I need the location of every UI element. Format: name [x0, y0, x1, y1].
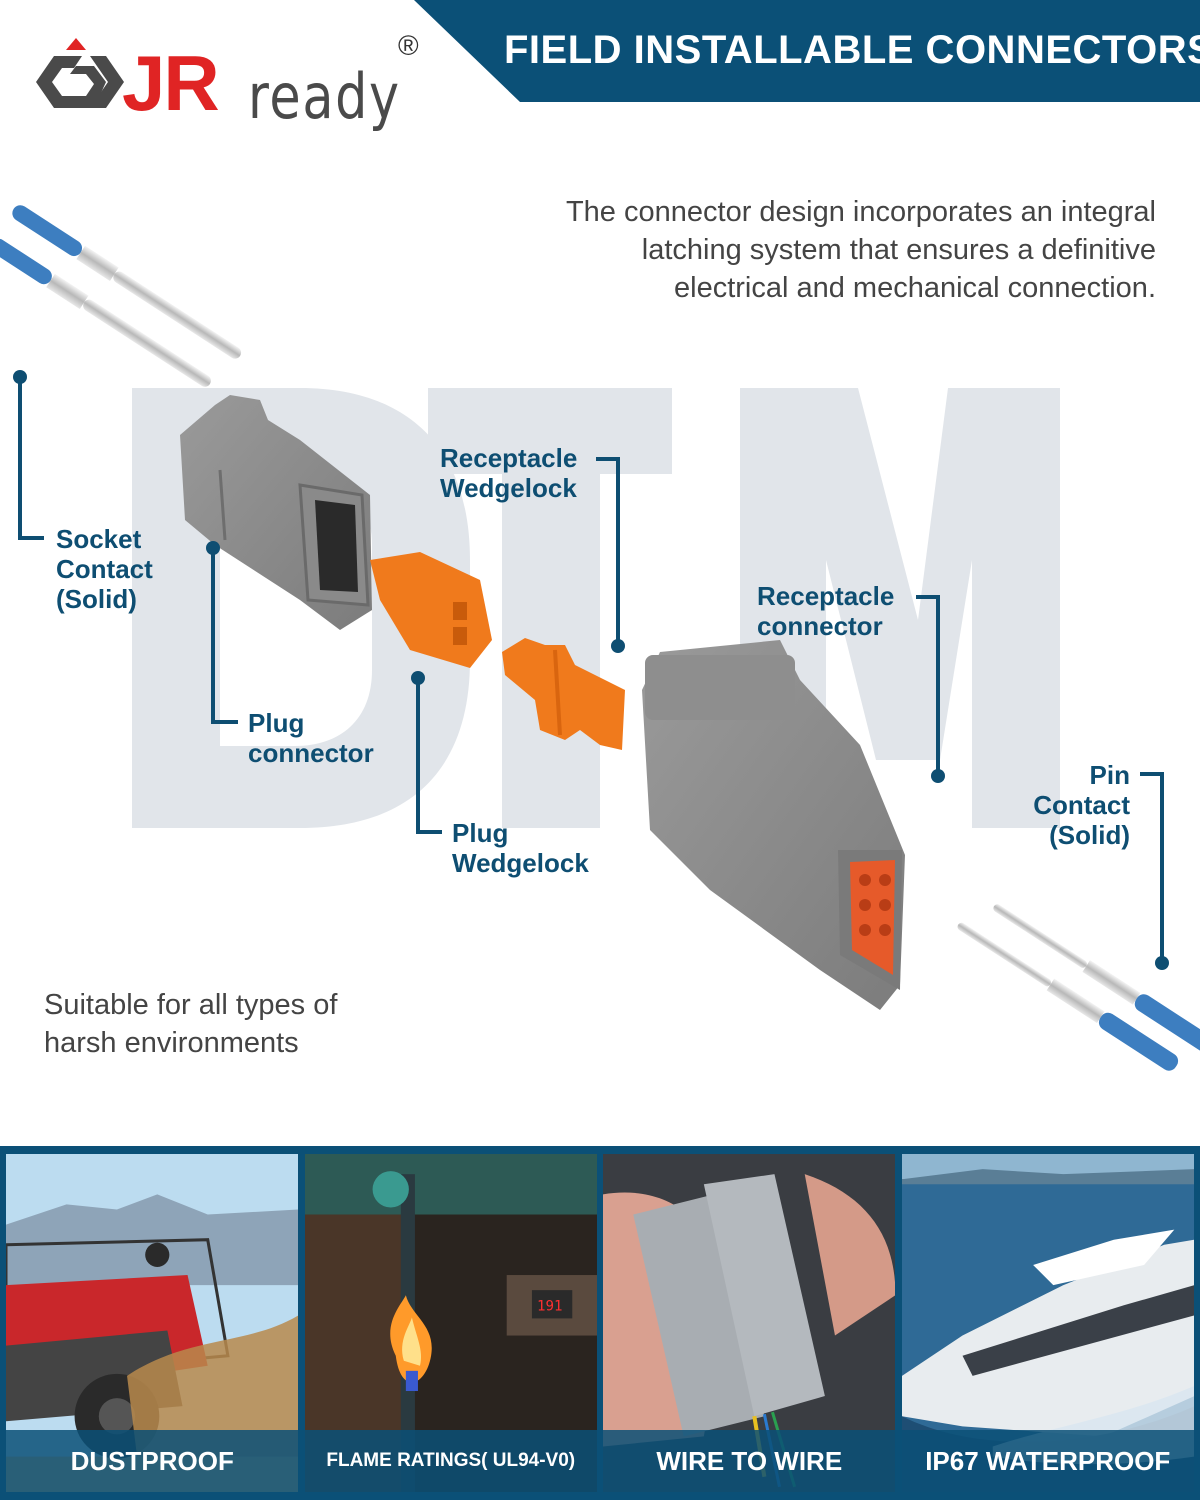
callout-plug-connector: Plug connector — [248, 708, 374, 768]
callout-pin-contact: Pin Contact (Solid) — [1033, 760, 1130, 850]
callout-text: Wedgelock — [452, 848, 589, 878]
callout-text: (Solid) — [1049, 820, 1130, 850]
callout-text: connector — [248, 738, 374, 768]
feature-label: WIRE TO WIRE — [603, 1430, 896, 1492]
brand-name-jr: JR — [122, 39, 220, 127]
feature-tile-wire-to-wire: WIRE TO WIRE — [603, 1154, 896, 1492]
intro-paragraph: The connector design incorporates an int… — [456, 193, 1156, 307]
product-illustration — [0, 205, 1200, 1071]
feature-label: IP67 WATERPROOF — [901, 1430, 1194, 1492]
brand-name-ready: ready — [248, 60, 401, 133]
page-title: FIELD INSTALLABLE CONNECTORS — [504, 28, 1200, 72]
callout-text: Socket — [56, 524, 142, 554]
callout-text: (Solid) — [56, 584, 137, 614]
receptacle-connector-image — [642, 640, 905, 1010]
callout-socket-contact: Socket Contact (Solid) — [56, 524, 153, 614]
feature-label: DUSTPROOF — [6, 1430, 299, 1492]
tagline-line: Suitable for all types of — [44, 989, 338, 1021]
callout-text: Receptacle — [440, 443, 578, 473]
callout-text: Receptacle — [757, 581, 895, 611]
callout-text: Plug — [452, 818, 509, 848]
callout-text: Wedgelock — [440, 473, 577, 503]
callout-text: Contact — [56, 554, 153, 584]
socket-contacts — [0, 205, 242, 387]
callout-text: Plug — [248, 708, 305, 738]
callout-plug-wedgelock: Plug Wedgelock — [452, 818, 589, 878]
plug-connector-image — [180, 395, 372, 630]
intro-line: electrical and mechanical connection. — [674, 272, 1156, 304]
callout-receptacle-connector: Receptacle connector — [757, 581, 894, 641]
callout-text: Pin — [1089, 760, 1130, 790]
callout-text: connector — [757, 611, 883, 641]
feature-label: FLAME RATINGS( UL94-V0) — [304, 1430, 597, 1492]
callout-text: Contact — [1033, 790, 1130, 820]
intro-line: latching system that ensures a definitiv… — [641, 234, 1156, 266]
feature-tile-dustproof: DUSTPROOF — [6, 1154, 299, 1492]
feature-grid: DUSTPROOF 191 FLAME RATINGS( UL94-V0) — [0, 1146, 1200, 1500]
registered-mark: ® — [398, 30, 419, 61]
brand-logo-icon — [36, 38, 124, 108]
dtm-background-letters — [132, 388, 1060, 828]
callout-receptacle-wedgelock: Receptacle Wedgelock — [440, 443, 577, 503]
plug-wedgelock-image — [370, 552, 492, 668]
feature-tile-ip67-waterproof: IP67 WATERPROOF — [901, 1154, 1194, 1492]
tagline: Suitable for all types of harsh environm… — [44, 986, 337, 1062]
tagline-line: harsh environments — [44, 1027, 299, 1059]
intro-line: The connector design incorporates an int… — [565, 196, 1156, 228]
svg-text:191: 191 — [536, 1298, 561, 1314]
pin-contacts — [957, 904, 1200, 1071]
feature-tile-flame-ratings: 191 FLAME RATINGS( UL94-V0) — [304, 1154, 597, 1492]
receptacle-wedgelock-image — [502, 638, 625, 750]
header-banner: FIELD INSTALLABLE CONNECTORS — [0, 0, 1200, 102]
